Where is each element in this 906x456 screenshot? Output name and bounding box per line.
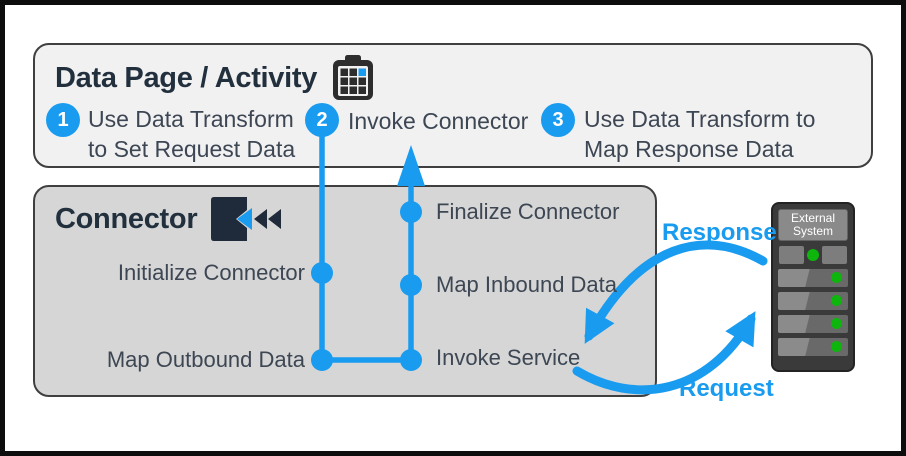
external-system-icon: External System	[771, 202, 855, 372]
external-system-label: External System	[778, 209, 848, 241]
server-drive-square	[822, 246, 847, 264]
step-3-line-2: Map Response Data	[584, 136, 794, 162]
data-page-activity-panel: Data Page / Activity	[33, 43, 873, 168]
stage-invoke-service: Invoke Service	[436, 345, 581, 370]
step-1-line-1: Use Data Transform	[88, 106, 294, 132]
step-1-number: 1	[57, 108, 69, 131]
server-led	[831, 318, 842, 329]
step-2-badge: 2	[305, 103, 339, 137]
server-slot	[778, 269, 848, 287]
stage-finalize-connector: Finalize Connector	[436, 199, 620, 224]
server-slot	[778, 292, 848, 310]
data-page-activity-title: Data Page / Activity	[55, 61, 318, 94]
server-drive-square	[779, 246, 804, 264]
external-system-label-line-2: System	[792, 224, 833, 238]
data-page-title-row: Data Page / Activity	[55, 55, 375, 101]
connector-plug-icon	[211, 197, 282, 241]
response-label: Response	[662, 219, 777, 246]
stage-initialize-connector: Initialize Connector	[117, 260, 305, 285]
step-3-label: Use Data Transform to Map Response Data	[584, 104, 815, 164]
server-led	[831, 272, 842, 283]
step-1-label: Use Data Transform to Set Request Data	[88, 104, 295, 164]
data-page-clipboard-icon	[333, 55, 374, 100]
step-3-badge: 3	[541, 103, 575, 137]
external-system-label-line-1: External	[790, 211, 836, 225]
server-led	[831, 295, 842, 306]
step-2-label: Invoke Connector	[348, 106, 528, 136]
step-1-line-2: to Set Request Data	[88, 136, 296, 162]
server-slot	[778, 315, 848, 333]
server-slot	[778, 338, 848, 356]
step-2-line-1: Invoke Connector	[348, 108, 529, 134]
server-led	[807, 249, 819, 261]
stage-map-inbound-data: Map Inbound Data	[436, 272, 618, 297]
connector-title: Connector	[55, 202, 198, 235]
step-2-number: 2	[316, 108, 328, 131]
request-label: Request	[679, 375, 774, 402]
step-3-line-1: Use Data Transform to	[584, 106, 816, 132]
stage-map-outbound-data: Map Outbound Data	[106, 347, 305, 372]
server-top-row	[778, 246, 848, 264]
connector-title-row: Connector	[55, 197, 287, 241]
server-led	[831, 341, 842, 352]
step-3-number: 3	[552, 108, 564, 131]
step-1-badge: 1	[46, 103, 80, 137]
